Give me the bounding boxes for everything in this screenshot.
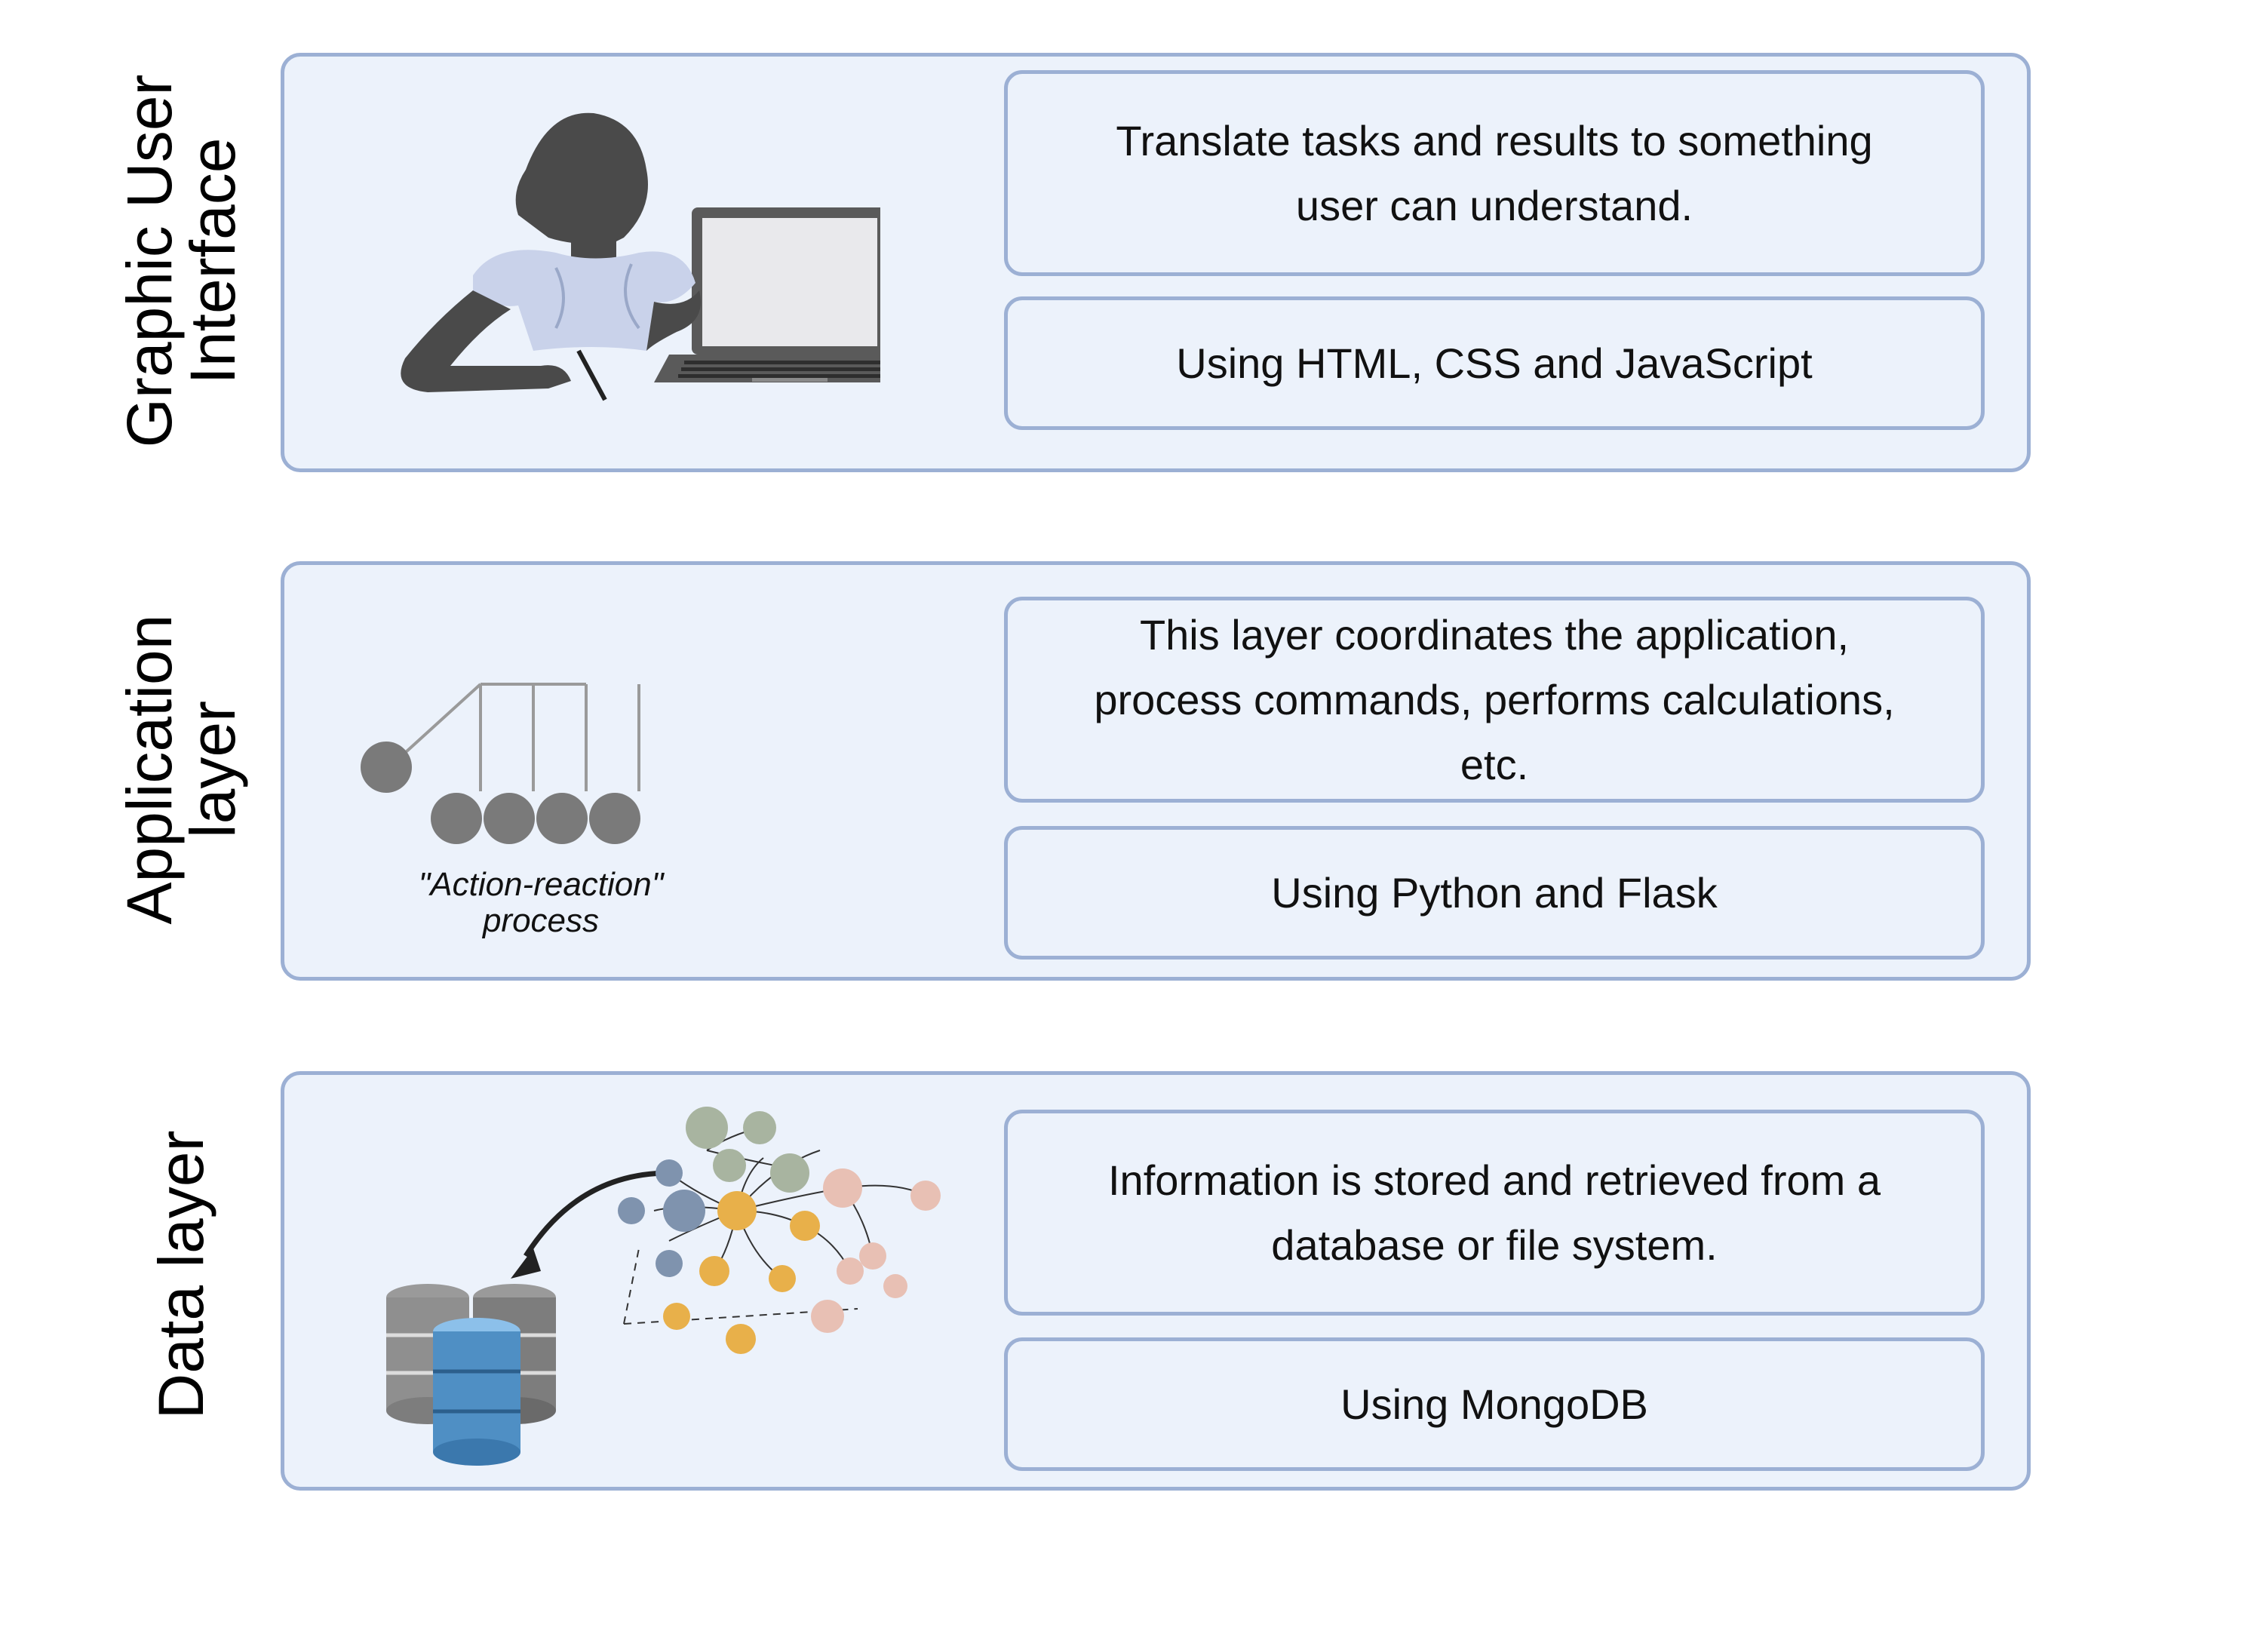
box-text-line: This layer coordinates the application, — [1139, 610, 1850, 659]
action-reaction-caption: "Action-reaction" process — [382, 867, 699, 939]
newtons-cradle-icon — [361, 683, 640, 844]
box-text-line: Information is stored and retrieved from… — [1107, 1156, 1881, 1204]
application-technology-box: Using Python and Flask — [1004, 826, 1985, 960]
caption-line: process — [482, 902, 600, 939]
layer-label-data: Data layer — [146, 898, 216, 1652]
box-text-line: etc. — [1460, 740, 1529, 788]
data-description-box: Information is stored and retrieved from… — [1004, 1110, 1985, 1316]
database-mindmap-icon — [386, 1107, 941, 1466]
caption-line: "Action-reaction" — [418, 866, 664, 903]
box-text-line: Using HTML, CSS and JavaScript — [1176, 339, 1813, 387]
box-text-line: user can understand. — [1295, 181, 1693, 229]
box-text-line: database or file system. — [1271, 1221, 1718, 1269]
layer-label-line: Data layer — [146, 1130, 216, 1420]
application-layer-panel: "Action-reaction" process This layer coo… — [281, 561, 2031, 981]
box-text-line: process commands, performs calculations, — [1094, 675, 1895, 723]
gui-description-box: Translate tasks and results to something… — [1004, 70, 1985, 276]
data-technology-box: Using MongoDB — [1004, 1337, 1985, 1471]
person-with-laptop-icon — [401, 112, 880, 401]
box-text-line: Translate tasks and results to something — [1116, 116, 1873, 164]
box-text-line: Using Python and Flask — [1271, 868, 1718, 917]
box-text-line: Using MongoDB — [1340, 1380, 1648, 1428]
application-description-box: This layer coordinates the application, … — [1004, 597, 1985, 803]
gui-technology-box: Using HTML, CSS and JavaScript — [1004, 296, 1985, 430]
gui-layer-panel: Translate tasks and results to something… — [281, 53, 2031, 472]
data-layer-panel: Information is stored and retrieved from… — [281, 1071, 2031, 1491]
